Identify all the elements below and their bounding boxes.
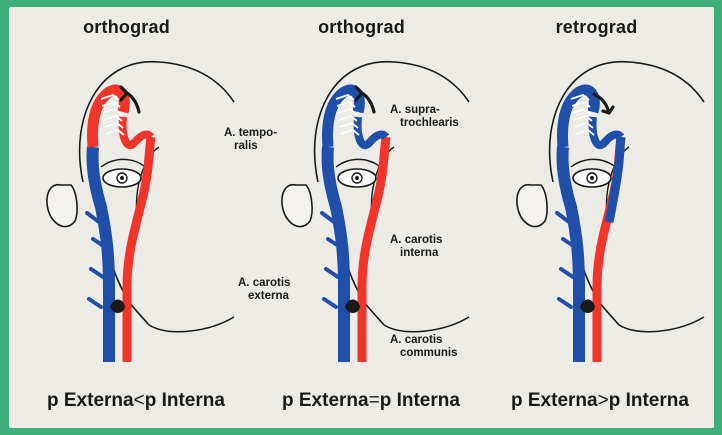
label-line: A. carotis [390,234,442,247]
panel-retrograd-higher-external-pressure: retrograd p Externa>p Interna [479,7,714,428]
label-line: communis [390,347,458,360]
label-line: A. carotis [238,277,290,290]
label-line: ralis [224,140,277,153]
label-a-carotis-interna: A. carotis interna [390,234,442,260]
head-diagram-2 [244,7,479,428]
panel-title: retrograd [479,17,714,38]
head-diagram-3 [479,7,714,428]
label-a-supratrochlearis: A. supra- trochlearis [390,104,459,130]
pressure-formula: p Externa<p Interna [47,390,225,412]
label-line: A. carotis [390,334,458,347]
label-a-temporalis: A. tempo- ralis [224,127,277,153]
pupil [590,176,594,180]
eyebrow [101,159,144,167]
label-a-carotis-communis: A. carotis communis [390,334,458,360]
jaw-outline [384,317,469,332]
pressure-formula: p Externa=p Interna [282,390,460,412]
pupil [355,176,359,180]
pupil [120,176,124,180]
label-line: interna [390,247,442,260]
label-line: externa [238,290,290,303]
head-outline [550,62,704,182]
external-carotid-branch [561,269,573,277]
formula-operator: = [369,390,380,411]
external-carotid-branch [559,299,571,307]
label-line: A. supra- [390,104,459,117]
panel-orthograd-lower-external-pressure: orthograd p Externa<p Interna [9,7,244,428]
formula-right: p Interna [609,390,689,411]
formula-left: p Externa [47,390,134,411]
eyebrow [336,159,379,167]
formula-right: p Interna [145,390,225,411]
pressure-formula: p Externa>p Interna [511,390,689,412]
eyebrow [571,159,614,167]
formula-left: p Externa [282,390,369,411]
external-carotid-branch [91,269,103,277]
formula-left: p Externa [511,390,598,411]
panel-title: orthograd [244,17,479,38]
external-carotid-branch [324,299,336,307]
jaw-outline [619,317,704,332]
formula-operator: < [134,390,145,411]
label-line: A. tempo- [224,127,277,140]
label-a-carotis-externa: A. carotis externa [238,277,290,303]
external-carotid-branch [89,299,101,307]
panel-orthograd-equal-pressure: orthograd p Externa=p Interna A. tempo- … [244,7,479,428]
formula-operator: > [598,390,609,411]
head-outline [80,62,234,182]
figure-frame: orthograd p Externa<p Interna orthograd … [9,7,714,428]
label-line: trochlearis [390,117,459,130]
head-diagram-1 [9,7,244,428]
external-carotid-branch [326,269,338,277]
jaw-outline [149,317,234,332]
formula-right: p Interna [380,390,460,411]
ear [47,185,77,227]
panel-title: orthograd [9,17,244,38]
ear [517,185,547,227]
ear [282,185,312,227]
